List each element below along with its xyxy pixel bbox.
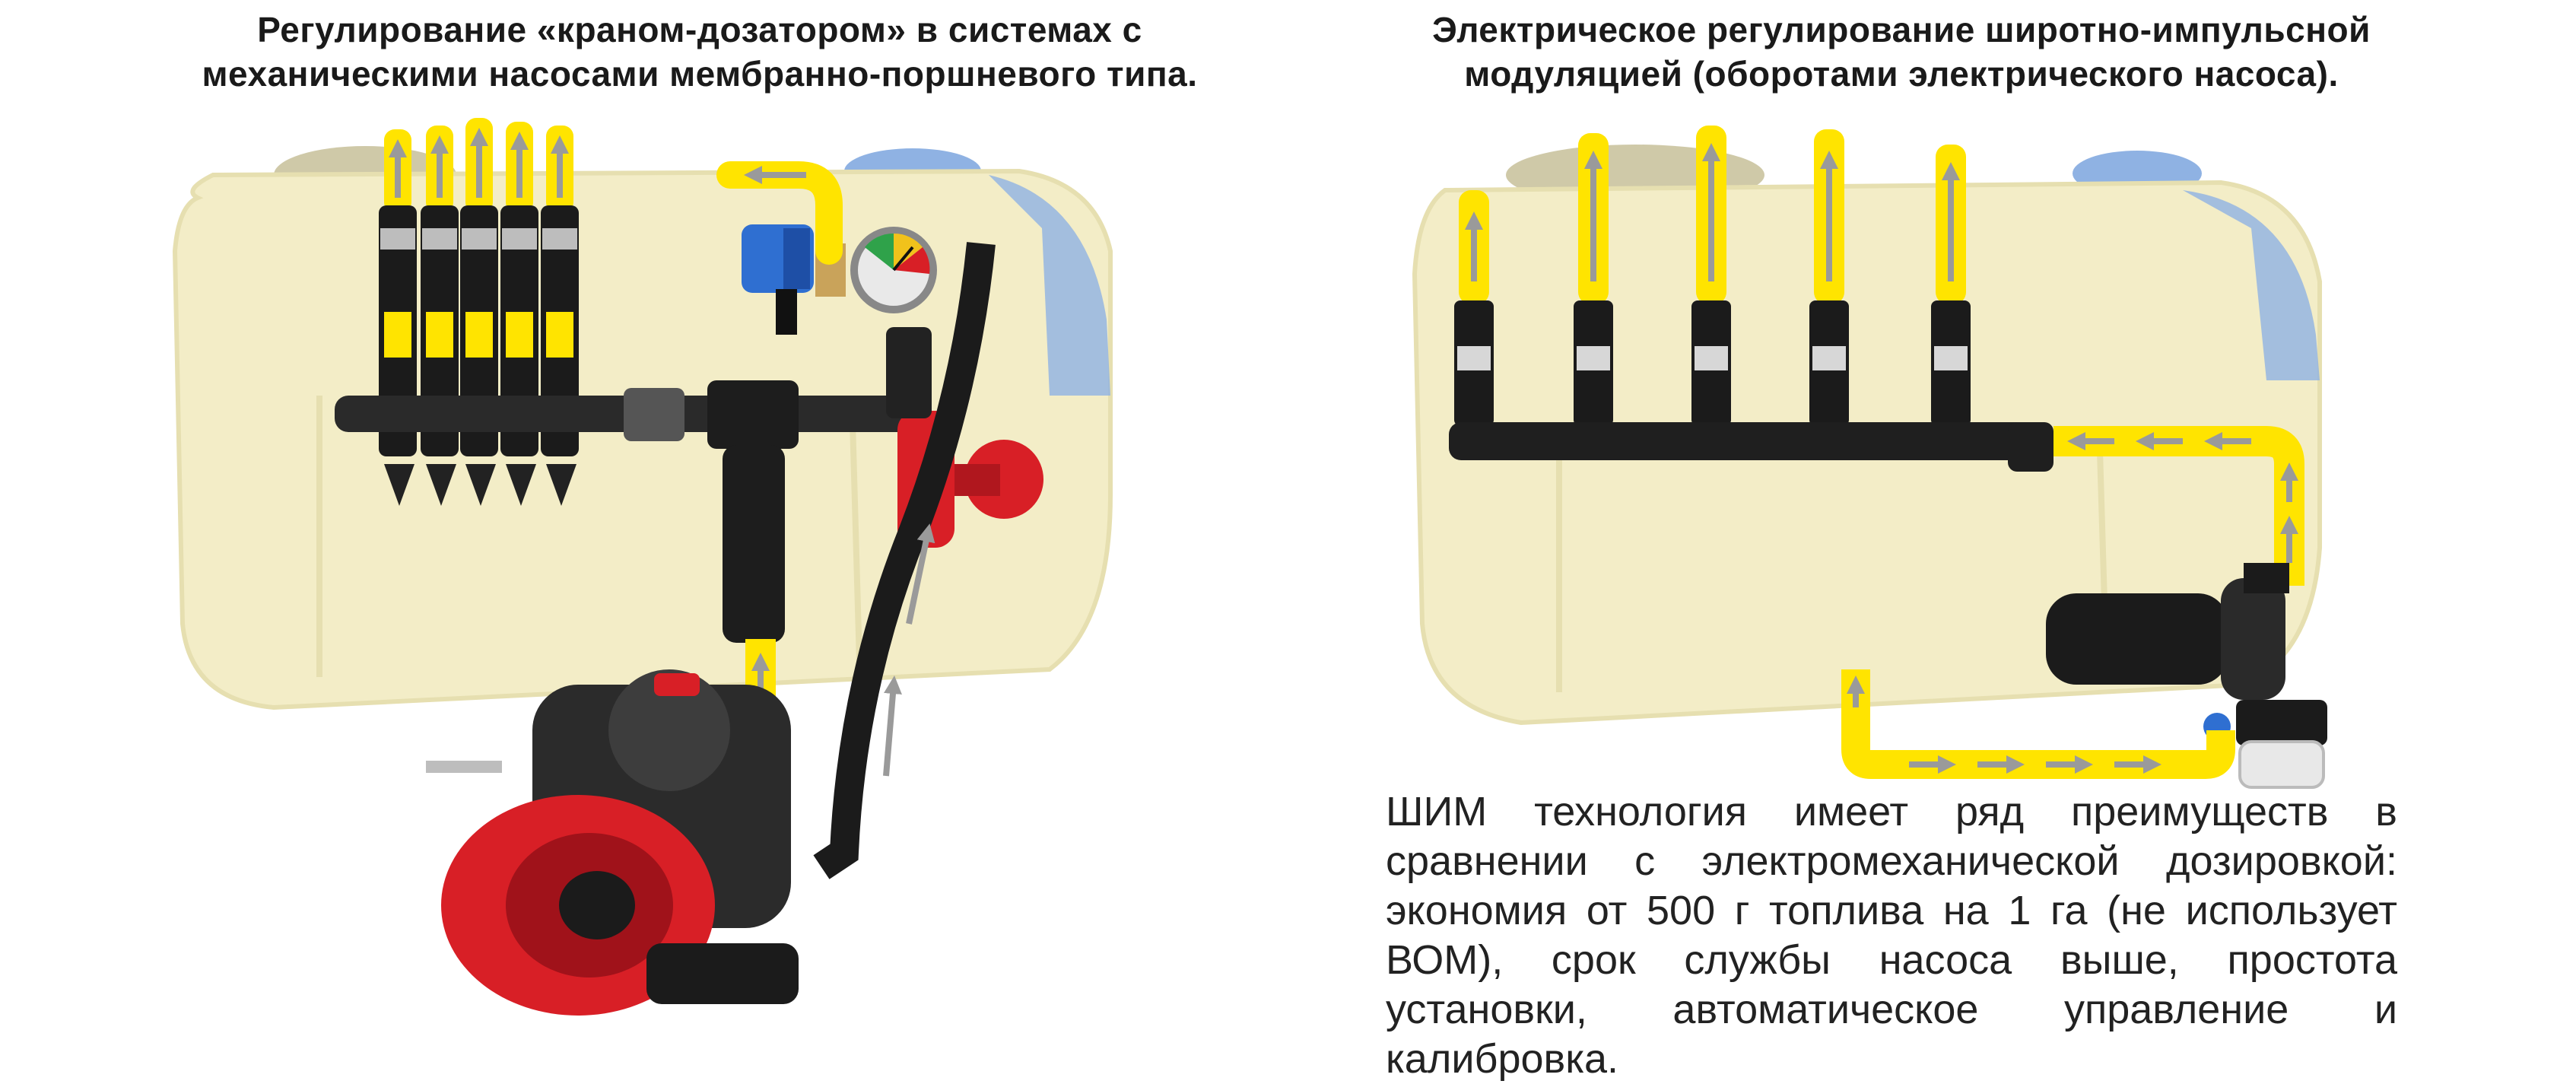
left-heading-line2: механическими насосами мембранно-поршнев… bbox=[202, 54, 1198, 94]
left-hose bbox=[813, 242, 996, 879]
left-heading-line1: Регулирование «краном-дозатором» в систе… bbox=[257, 10, 1142, 49]
right-heading-line2: модуляцией (оборотами электрического нас… bbox=[1464, 54, 2339, 94]
right-feed-pipe bbox=[2053, 426, 2304, 586]
left-panel-heading: Регулирование «краном-дозатором» в систе… bbox=[190, 8, 1209, 96]
illustration bbox=[172, 118, 2327, 1016]
right-outlets bbox=[1454, 126, 1971, 426]
right-intake-pipe bbox=[1841, 669, 2235, 779]
right-panel-heading: Электрическое регулирование широтно-импу… bbox=[1392, 8, 2411, 96]
right-heading-line1: Электрическое регулирование широтно-импу… bbox=[1432, 10, 2371, 49]
pwm-description: ШИМ технология имеет ряд преимуществ в с… bbox=[1386, 789, 2397, 1082]
left-manifold bbox=[335, 380, 920, 730]
right-electric-pump bbox=[2046, 563, 2327, 789]
left-section-valves bbox=[379, 118, 579, 506]
right-manifold bbox=[1449, 422, 2053, 472]
left-pump bbox=[426, 669, 799, 1016]
